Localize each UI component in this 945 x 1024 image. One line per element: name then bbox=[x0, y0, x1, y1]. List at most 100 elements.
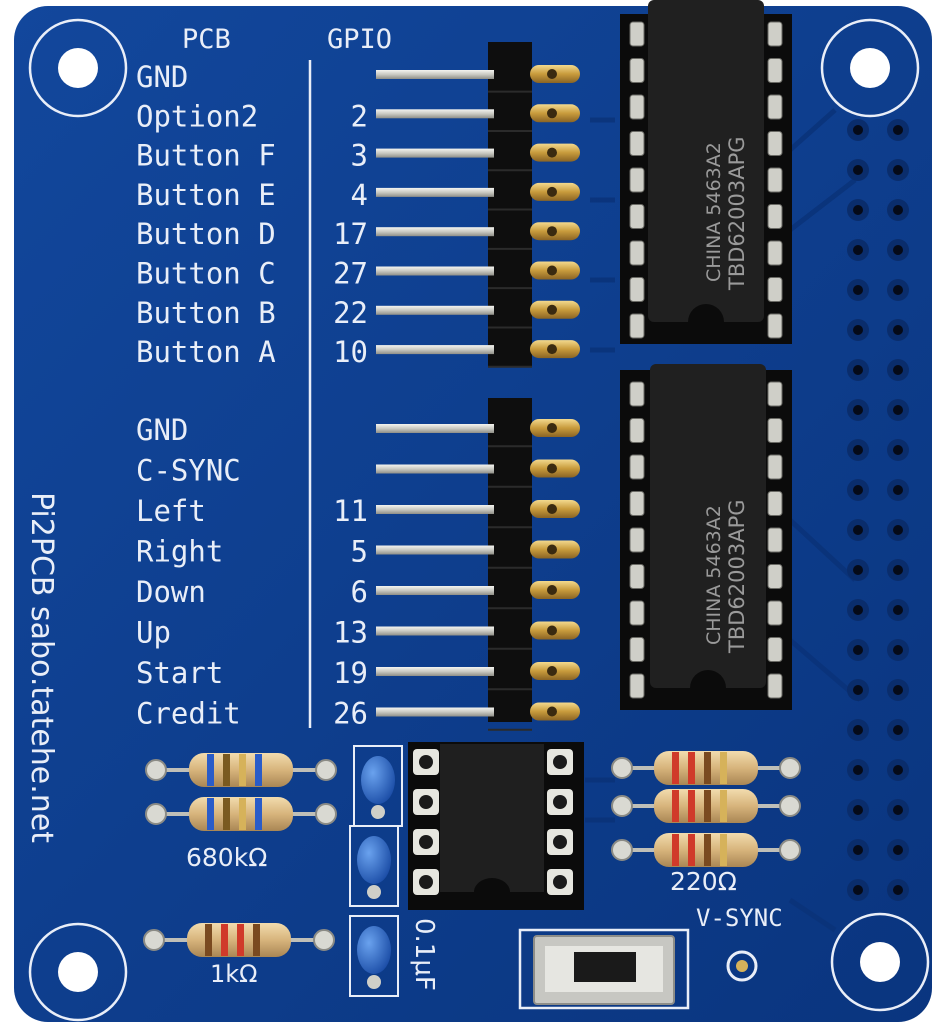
pin-label: Button F bbox=[136, 139, 276, 173]
chip-socket-pin bbox=[629, 58, 645, 83]
gpio-hole-center bbox=[853, 645, 863, 655]
chip-socket-pin bbox=[629, 418, 645, 443]
resistor-band bbox=[720, 790, 727, 822]
gpio-column-header: GPIO bbox=[327, 24, 392, 55]
solder-hole bbox=[547, 463, 557, 474]
header-pin bbox=[376, 464, 494, 474]
gpio-hole-center bbox=[893, 405, 903, 415]
header-pin bbox=[376, 109, 494, 119]
gpio-number: 4 bbox=[351, 178, 368, 212]
resistor-band bbox=[239, 754, 246, 786]
gpio-hole-center bbox=[893, 205, 903, 215]
gpio-number: 17 bbox=[333, 217, 368, 251]
resistor-pad bbox=[315, 759, 337, 781]
chip-socket-pin bbox=[767, 454, 783, 480]
resistors bbox=[143, 751, 801, 957]
vsync-test-pad bbox=[726, 950, 758, 982]
header-pin bbox=[376, 227, 494, 237]
solder-hole bbox=[547, 706, 557, 717]
resistor-pad bbox=[611, 839, 633, 861]
brand-text: Pi2PCB sabo.tatehe.net bbox=[24, 492, 59, 843]
resistor-band bbox=[207, 754, 214, 786]
gpio-hole-center bbox=[853, 325, 863, 335]
gpio-number: 27 bbox=[333, 257, 368, 291]
solder-hole bbox=[547, 265, 557, 276]
pin-label: Up bbox=[136, 616, 171, 650]
chip-pins bbox=[629, 21, 783, 699]
resistor-pad bbox=[145, 803, 167, 825]
chip-socket-pin bbox=[629, 204, 645, 229]
label-220: 220Ω bbox=[670, 867, 737, 896]
resistor bbox=[611, 751, 801, 785]
header-pin bbox=[376, 505, 494, 514]
gpio-number: 3 bbox=[351, 139, 368, 173]
socket-pin-hole bbox=[419, 755, 433, 769]
gpio-hole-center bbox=[853, 885, 863, 895]
chip-socket-pin bbox=[767, 637, 783, 662]
gpio-hole-center bbox=[853, 525, 863, 535]
solder-hole bbox=[547, 544, 557, 555]
header-pin bbox=[376, 707, 494, 717]
gpio-hole-center bbox=[853, 405, 863, 415]
resistor-band bbox=[704, 790, 711, 822]
header-pin bbox=[376, 424, 494, 433]
gpio-number: 22 bbox=[333, 296, 368, 330]
resistor-pad bbox=[779, 757, 801, 779]
header-pin bbox=[376, 345, 494, 355]
vsync-slide-switch[interactable] bbox=[518, 928, 690, 1010]
solder-hole bbox=[547, 108, 557, 119]
pin-label: Right bbox=[136, 535, 223, 569]
chip-bottom-line1: CHINA 5463A2 bbox=[703, 505, 725, 645]
ceramic-capacitor bbox=[353, 745, 403, 827]
gpio-hole-center bbox=[893, 125, 903, 135]
pin-label: Left bbox=[136, 494, 206, 528]
chip-socket-pin bbox=[767, 204, 783, 229]
resistor-pad bbox=[143, 929, 165, 951]
resistor bbox=[611, 833, 801, 867]
gpio-number: 13 bbox=[333, 616, 368, 650]
resistor-band bbox=[688, 834, 695, 866]
switch-knob[interactable] bbox=[574, 952, 636, 982]
header-pin bbox=[376, 148, 494, 158]
socket-pin-hole bbox=[553, 835, 567, 849]
solder-hole bbox=[547, 423, 557, 433]
gpio-hole-center bbox=[853, 485, 863, 495]
gpio-hole-center bbox=[853, 565, 863, 575]
header-pin bbox=[376, 586, 494, 595]
solder-hole bbox=[547, 69, 557, 79]
header-pin bbox=[376, 305, 494, 315]
chip-top-line2: TBD62003APG bbox=[725, 136, 749, 291]
chip-socket-pin bbox=[767, 94, 783, 120]
gpio-number: 6 bbox=[351, 575, 368, 609]
socket-pin-hole bbox=[553, 795, 567, 809]
pin-label: C-SYNC bbox=[136, 454, 241, 488]
gpio-hole-center bbox=[893, 325, 903, 335]
resistor-pad bbox=[779, 795, 801, 817]
chip-socket-pin bbox=[767, 240, 783, 266]
pin-label: Start bbox=[136, 656, 223, 690]
chip-bottom-line2: TBD62003APG bbox=[725, 499, 749, 654]
chip-socket-pin bbox=[767, 58, 783, 83]
resistor-band bbox=[207, 798, 214, 830]
chip-socket-pin bbox=[767, 491, 783, 516]
chip-socket-pin bbox=[629, 564, 645, 589]
solder-hole bbox=[547, 344, 557, 355]
resistor-band bbox=[672, 834, 679, 866]
gpio-hole-center bbox=[893, 845, 903, 855]
chip-bottom: CHINA 5463A2 TBD62003APG bbox=[620, 364, 792, 710]
capacitor-outline bbox=[349, 825, 399, 907]
chip-socket-pin bbox=[767, 600, 783, 626]
gpio-hole-center bbox=[853, 205, 863, 215]
gpio-hole-center bbox=[893, 165, 903, 175]
resistor bbox=[611, 789, 801, 823]
capacitor-lead bbox=[367, 975, 381, 989]
chip-socket-pin bbox=[629, 381, 645, 407]
resistor-pad bbox=[145, 759, 167, 781]
pin-label: Credit bbox=[136, 697, 241, 731]
socket-pin-hole bbox=[553, 875, 567, 889]
gpio-hole-center bbox=[893, 685, 903, 695]
capacitor-outline bbox=[349, 915, 399, 997]
pin-label: Option2 bbox=[136, 99, 258, 133]
